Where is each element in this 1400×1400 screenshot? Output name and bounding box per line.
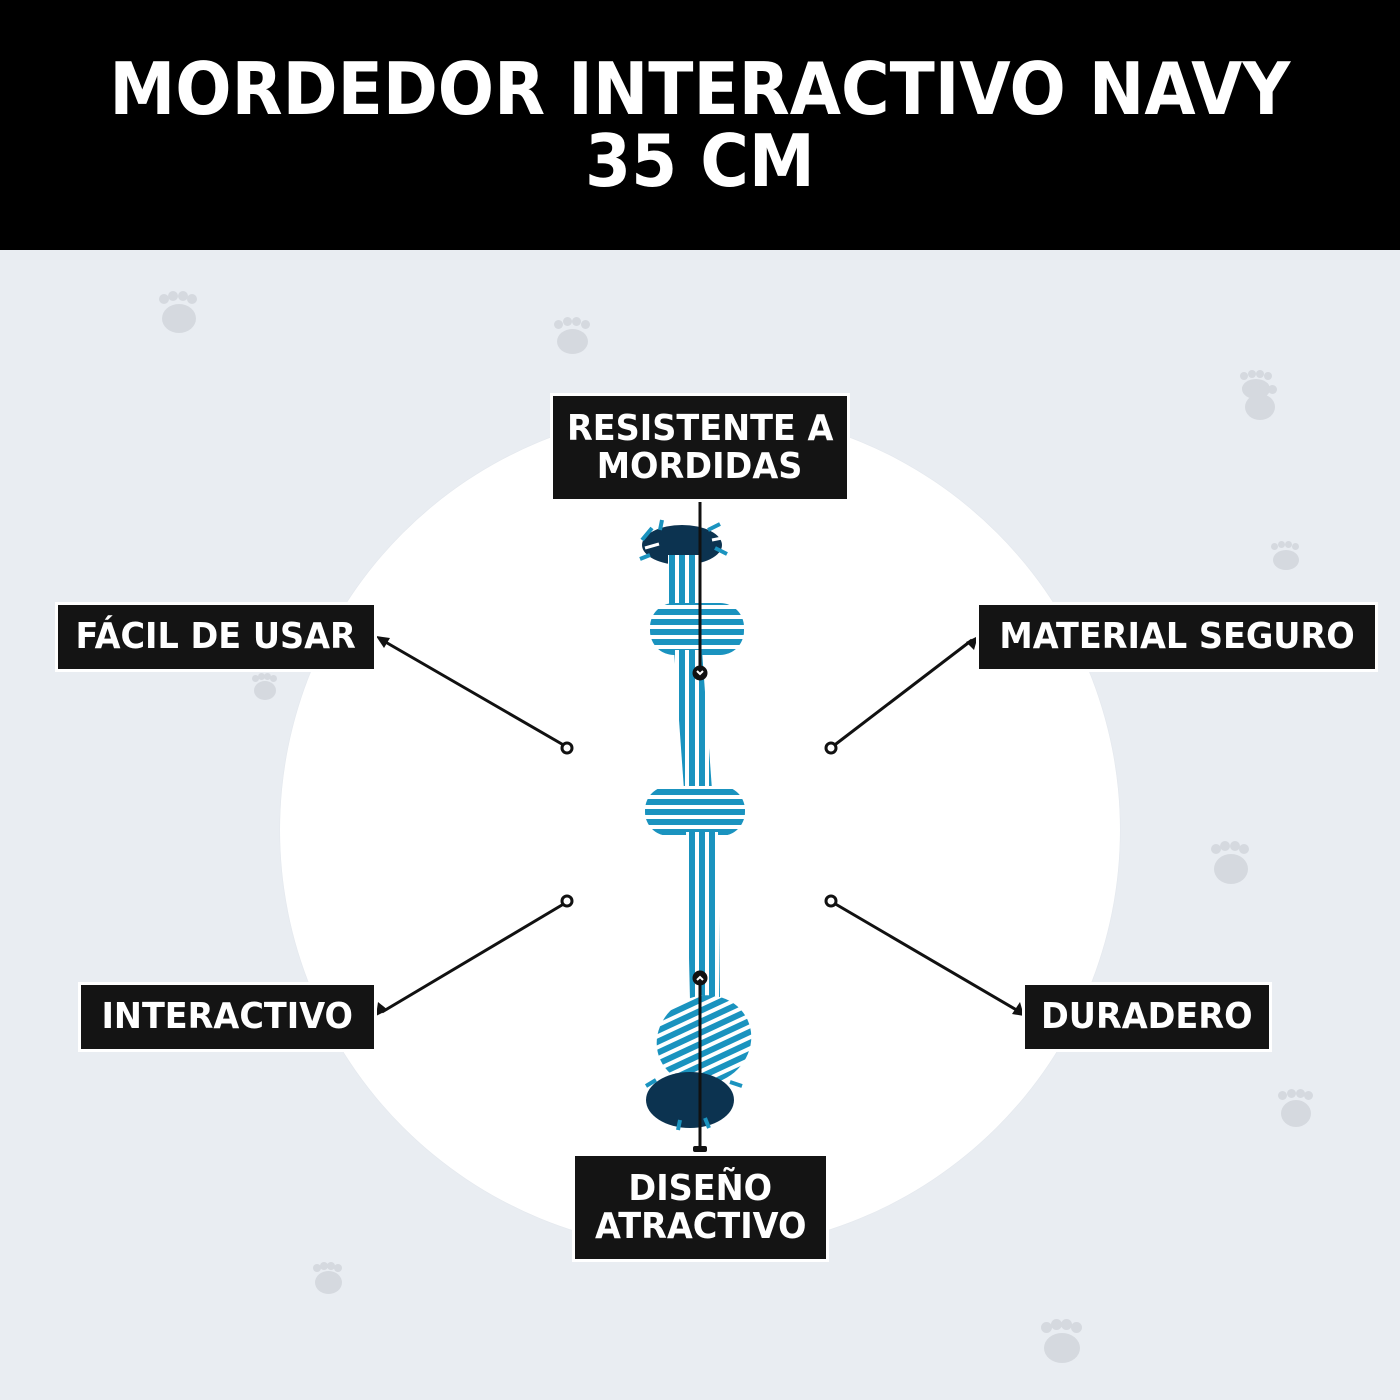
feature-label-text: INTERACTIVO xyxy=(101,996,354,1037)
feature-label-text: MATERIAL SEGURO xyxy=(999,616,1355,657)
header-banner: MORDEDOR INTERACTIVO NAVY 35 CM xyxy=(0,0,1400,250)
feature-label-text: MORDIDAS xyxy=(597,445,803,487)
feature-label-interactivo: INTERACTIVO xyxy=(78,982,377,1052)
paw-print-icon xyxy=(1041,1319,1083,1363)
feature-label-resistente: RESISTENTE A MORDIDAS xyxy=(550,393,850,502)
paw-print-icon xyxy=(1211,841,1251,884)
feature-label-facil-de-usar: FÁCIL DE USAR xyxy=(55,602,377,672)
paw-print-icon xyxy=(554,317,592,354)
feature-label-diseno-atractivo: DISEÑO ATRACTIVO xyxy=(572,1153,829,1262)
page-title-line-1: MORDEDOR INTERACTIVO NAVY xyxy=(109,47,1291,131)
rope-top-fringe xyxy=(639,519,728,565)
feature-label-text: RESISTENTE A xyxy=(566,407,834,449)
feature-label-text: DISEÑO xyxy=(628,1167,773,1209)
paw-print-icon xyxy=(1271,541,1301,571)
paw-print-icon xyxy=(1278,1089,1314,1127)
paw-print-icon xyxy=(313,1262,343,1294)
feature-label-duradero: DURADERO xyxy=(1022,982,1272,1052)
feature-label-material-seguro: MATERIAL SEGURO xyxy=(976,602,1378,672)
paw-print-icon xyxy=(252,673,278,701)
rope-bottom-fringe xyxy=(644,1072,743,1131)
feature-label-text: ATRACTIVO xyxy=(594,1205,807,1247)
page-title-line-2: 35 CM xyxy=(585,119,815,203)
paw-print-icon xyxy=(158,291,200,334)
paw-print-icon xyxy=(1242,382,1278,420)
feature-label-text: DURADERO xyxy=(1041,996,1253,1037)
feature-label-text: FÁCIL DE USAR xyxy=(75,616,357,657)
